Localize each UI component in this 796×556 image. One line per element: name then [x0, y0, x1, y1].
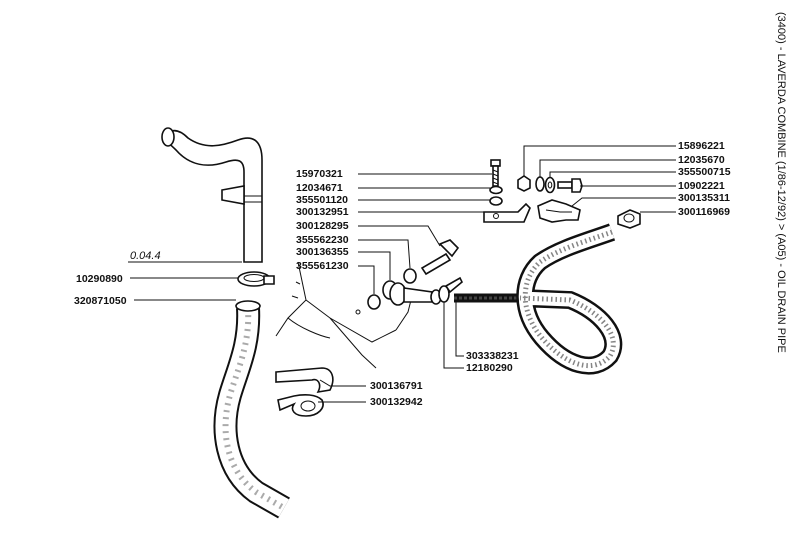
upper-drain-pipe — [161, 127, 263, 263]
hose-clamp-upper — [237, 271, 275, 287]
bolt-15970321 — [490, 159, 501, 187]
bracket-300136791 — [275, 367, 334, 394]
label-300116969: 300116969 — [678, 206, 730, 218]
washer-355500715 — [544, 176, 556, 194]
washer-12035670 — [535, 176, 545, 192]
label-15896221: 15896221 — [678, 140, 725, 152]
label-15970321: 15970321 — [296, 168, 343, 180]
label-355501120: 355501120 — [296, 194, 348, 206]
label-300128295: 300128295 — [296, 220, 349, 232]
label-355561230: 355561230 — [296, 260, 349, 272]
label-355500715: 355500715 — [678, 166, 731, 178]
diagram-title: (3400) - LAVERDA COMBINE (1/86-12/92) > … — [775, 12, 787, 353]
clamp-300132942 — [277, 394, 324, 417]
label-300136355: 300136355 — [296, 246, 349, 258]
label-10290890: 10290890 — [76, 273, 123, 285]
engine-housing-outline — [275, 261, 413, 369]
washer-12034671 — [489, 185, 503, 195]
bolt-300128295 — [420, 239, 460, 276]
label-12034671: 12034671 — [296, 182, 343, 194]
label-355562230: 355562230 — [296, 234, 349, 246]
nut-15896221 — [517, 175, 531, 192]
clip-300135311 — [537, 199, 581, 223]
banjo-union — [389, 282, 442, 306]
fitting-300116969 — [617, 209, 641, 229]
label-300132951: 300132951 — [296, 206, 349, 218]
bracket-300132951 — [483, 202, 531, 223]
part-labels: 15896221 12035670 355500715 10902221 300… — [74, 140, 731, 408]
label-300132942: 300132942 — [370, 396, 423, 408]
washer-355561230 — [367, 294, 381, 310]
leader-lines — [128, 145, 676, 403]
screw-10902221 — [557, 178, 583, 193]
washer-355562230 — [403, 268, 417, 284]
label-320871050: 320871050 — [74, 295, 127, 307]
washer-355501120 — [489, 196, 503, 206]
label-12035670: 12035670 — [678, 154, 725, 166]
label-10902221: 10902221 — [678, 180, 725, 192]
rubber-hose-lower — [213, 300, 290, 519]
label-300136791: 300136791 — [370, 380, 423, 392]
label-12180290: 12180290 — [466, 362, 513, 374]
label-300135311: 300135311 — [678, 192, 730, 204]
reference-label: 0.04.4 — [130, 250, 161, 262]
label-303338231: 303338231 — [466, 350, 519, 362]
oil-drain-hose-curved — [516, 223, 623, 375]
